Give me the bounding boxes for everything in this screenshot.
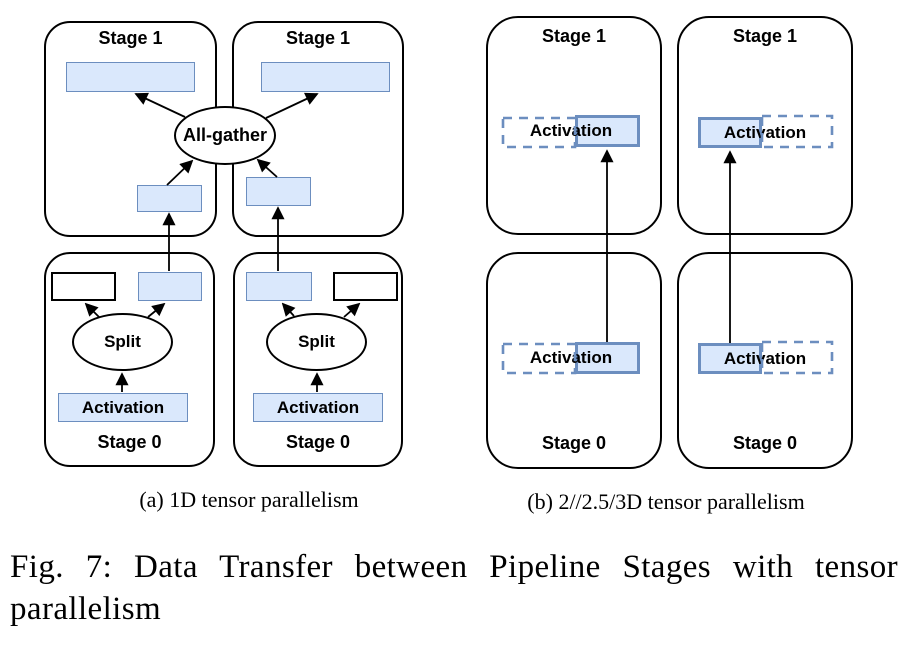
split-left-label: Split xyxy=(104,332,141,351)
panel-b-s0l-activation-label: Activation xyxy=(529,348,613,367)
figure-caption: Fig. 7: Data Transfer between Pipeline S… xyxy=(10,546,898,630)
subcaption-b: (b) 2//2.5/3D tensor parallelism xyxy=(527,489,805,514)
panel-a-gathered-block-left xyxy=(66,62,195,92)
split-right-label: Split xyxy=(298,332,335,351)
panel-b-s0r-held-partition xyxy=(698,343,762,374)
split-op-left: Split xyxy=(72,313,173,371)
panel-b-s1r-held-partition xyxy=(698,117,762,148)
panel-a-stage0-left-label: Stage 0 xyxy=(97,432,162,452)
panel-a-gathered-block-right xyxy=(261,62,390,92)
panel-b-s1r-activation-label: Activation xyxy=(723,122,807,142)
panel-a-partial-block-right xyxy=(246,177,311,206)
panel-a-stage1-right-label: Stage 1 xyxy=(285,28,351,48)
panel-b-s1l-held-partition xyxy=(575,115,640,147)
panel-b-stage0-right-label: Stage 0 xyxy=(732,433,798,453)
panel-a-right-empty-split-block xyxy=(333,272,398,301)
panel-a-left-activation-block: Activation xyxy=(58,393,188,422)
panel-b-stage0-left-label: Stage 0 xyxy=(541,433,607,453)
panel-b-s0l-held-partition xyxy=(575,342,640,374)
all-gather-label: All-gather xyxy=(182,125,267,145)
figure-caption-line1: Fig. 7: Data Transfer between Pipeline S… xyxy=(10,549,898,585)
panel-a-partial-block-left xyxy=(137,185,202,212)
panel-a-right-activation-block: Activation xyxy=(253,393,383,422)
all-gather-op: All-gather xyxy=(174,106,276,165)
panel-a-left-kept-split-block xyxy=(138,272,202,301)
panel-a-stage0-right-label: Stage 0 xyxy=(285,432,351,452)
subcaption-a: (a) 1D tensor parallelism xyxy=(139,487,359,512)
panel-a-right-kept-split-block xyxy=(246,272,312,301)
panel-b-s0r-activation-label: Activation xyxy=(723,348,807,368)
figure-caption-line2: parallelism xyxy=(10,591,162,627)
panel-b-s1l-activation-label: Activation xyxy=(529,121,613,140)
panel-b-stage1-right-label: Stage 1 xyxy=(732,26,798,46)
split-op-right: Split xyxy=(266,313,367,371)
panel-b-stage1-left-label: Stage 1 xyxy=(541,26,607,46)
panel-a-left-empty-split-block xyxy=(51,272,116,301)
panel-a-stage1-left-label: Stage 1 xyxy=(98,28,163,48)
